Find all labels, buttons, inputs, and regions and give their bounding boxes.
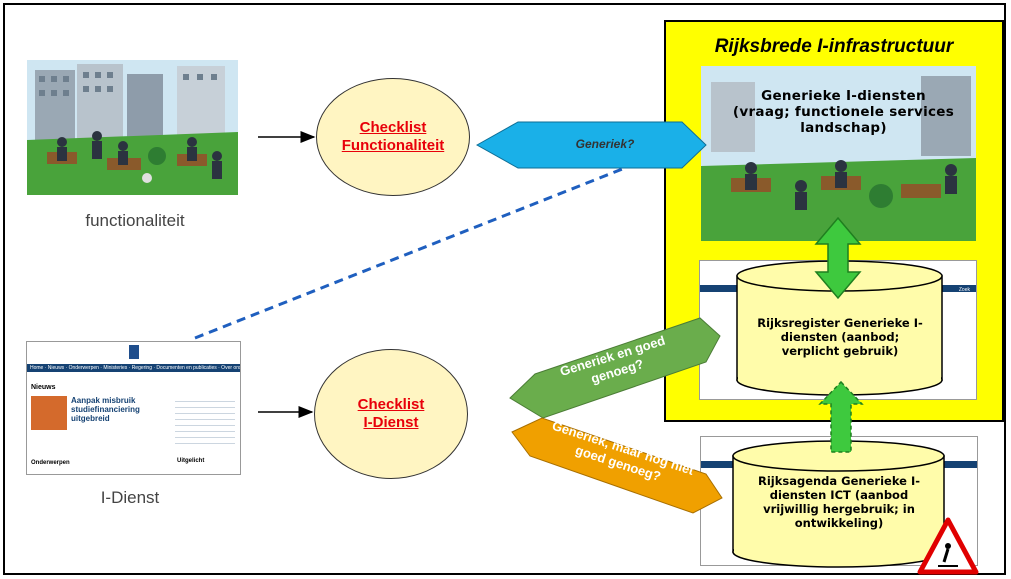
checklist-functionaliteit-label: Checklist Functionaliteit xyxy=(341,119,445,154)
site-photo xyxy=(31,396,67,430)
site-zoek-register: Zoek xyxy=(958,287,970,293)
site-section-onderwerpen: Onderwerpen xyxy=(31,460,70,466)
cylinder-register-label: Rijksregister Generieke I-diensten (aanb… xyxy=(757,316,923,358)
roadwork-warning-icon xyxy=(917,517,979,575)
generiek-arrow xyxy=(475,121,707,169)
website-screenshot-idienst: Home · Nieuws · Onderwerpen · Ministerie… xyxy=(26,341,241,475)
checklist-functionaliteit-ellipse: Checklist Functionaliteit xyxy=(316,78,470,196)
site-logo xyxy=(129,345,139,359)
checklist-idienst-ellipse: Checklist I-Dienst xyxy=(314,349,468,479)
site-section-uitgelicht: Uitgelicht xyxy=(177,458,205,464)
cylinder-agenda xyxy=(732,440,945,568)
site-sidebar-list xyxy=(175,396,235,448)
cylinder-agenda-label: Rijksagenda Generieke I-diensten ICT (aa… xyxy=(757,474,921,530)
site-nav: Home · Nieuws · Onderwerpen · Ministerie… xyxy=(27,364,240,372)
site-headline: Aanpak misbruik studiefinanciering uitge… xyxy=(71,396,140,423)
double-arrow-register-generieke xyxy=(814,216,862,300)
infrastructure-title: Rijksbrede I-infrastructuur xyxy=(714,36,954,57)
arrow-label-generiek: Generiek? xyxy=(575,137,635,151)
site-section-nieuws: Nieuws xyxy=(31,384,56,391)
checklist-idienst-label: Checklist I-Dienst xyxy=(357,396,425,431)
generieke-idiensten-label: Generieke I-diensten (vraag; functionele… xyxy=(732,88,955,136)
cylinder-register xyxy=(736,260,943,396)
office-illustration-functionaliteit xyxy=(27,60,238,195)
generiek-niet-goed-arrow xyxy=(511,417,723,514)
caption-idienst: I-Dienst xyxy=(100,488,160,507)
dashed-connector xyxy=(194,160,641,340)
generieke-idiensten-box: Generieke I-diensten (vraag; functionele… xyxy=(701,66,976,241)
caption-functionaliteit: functionaliteit xyxy=(85,211,185,230)
dashed-up-arrow-agenda-register xyxy=(818,380,864,453)
